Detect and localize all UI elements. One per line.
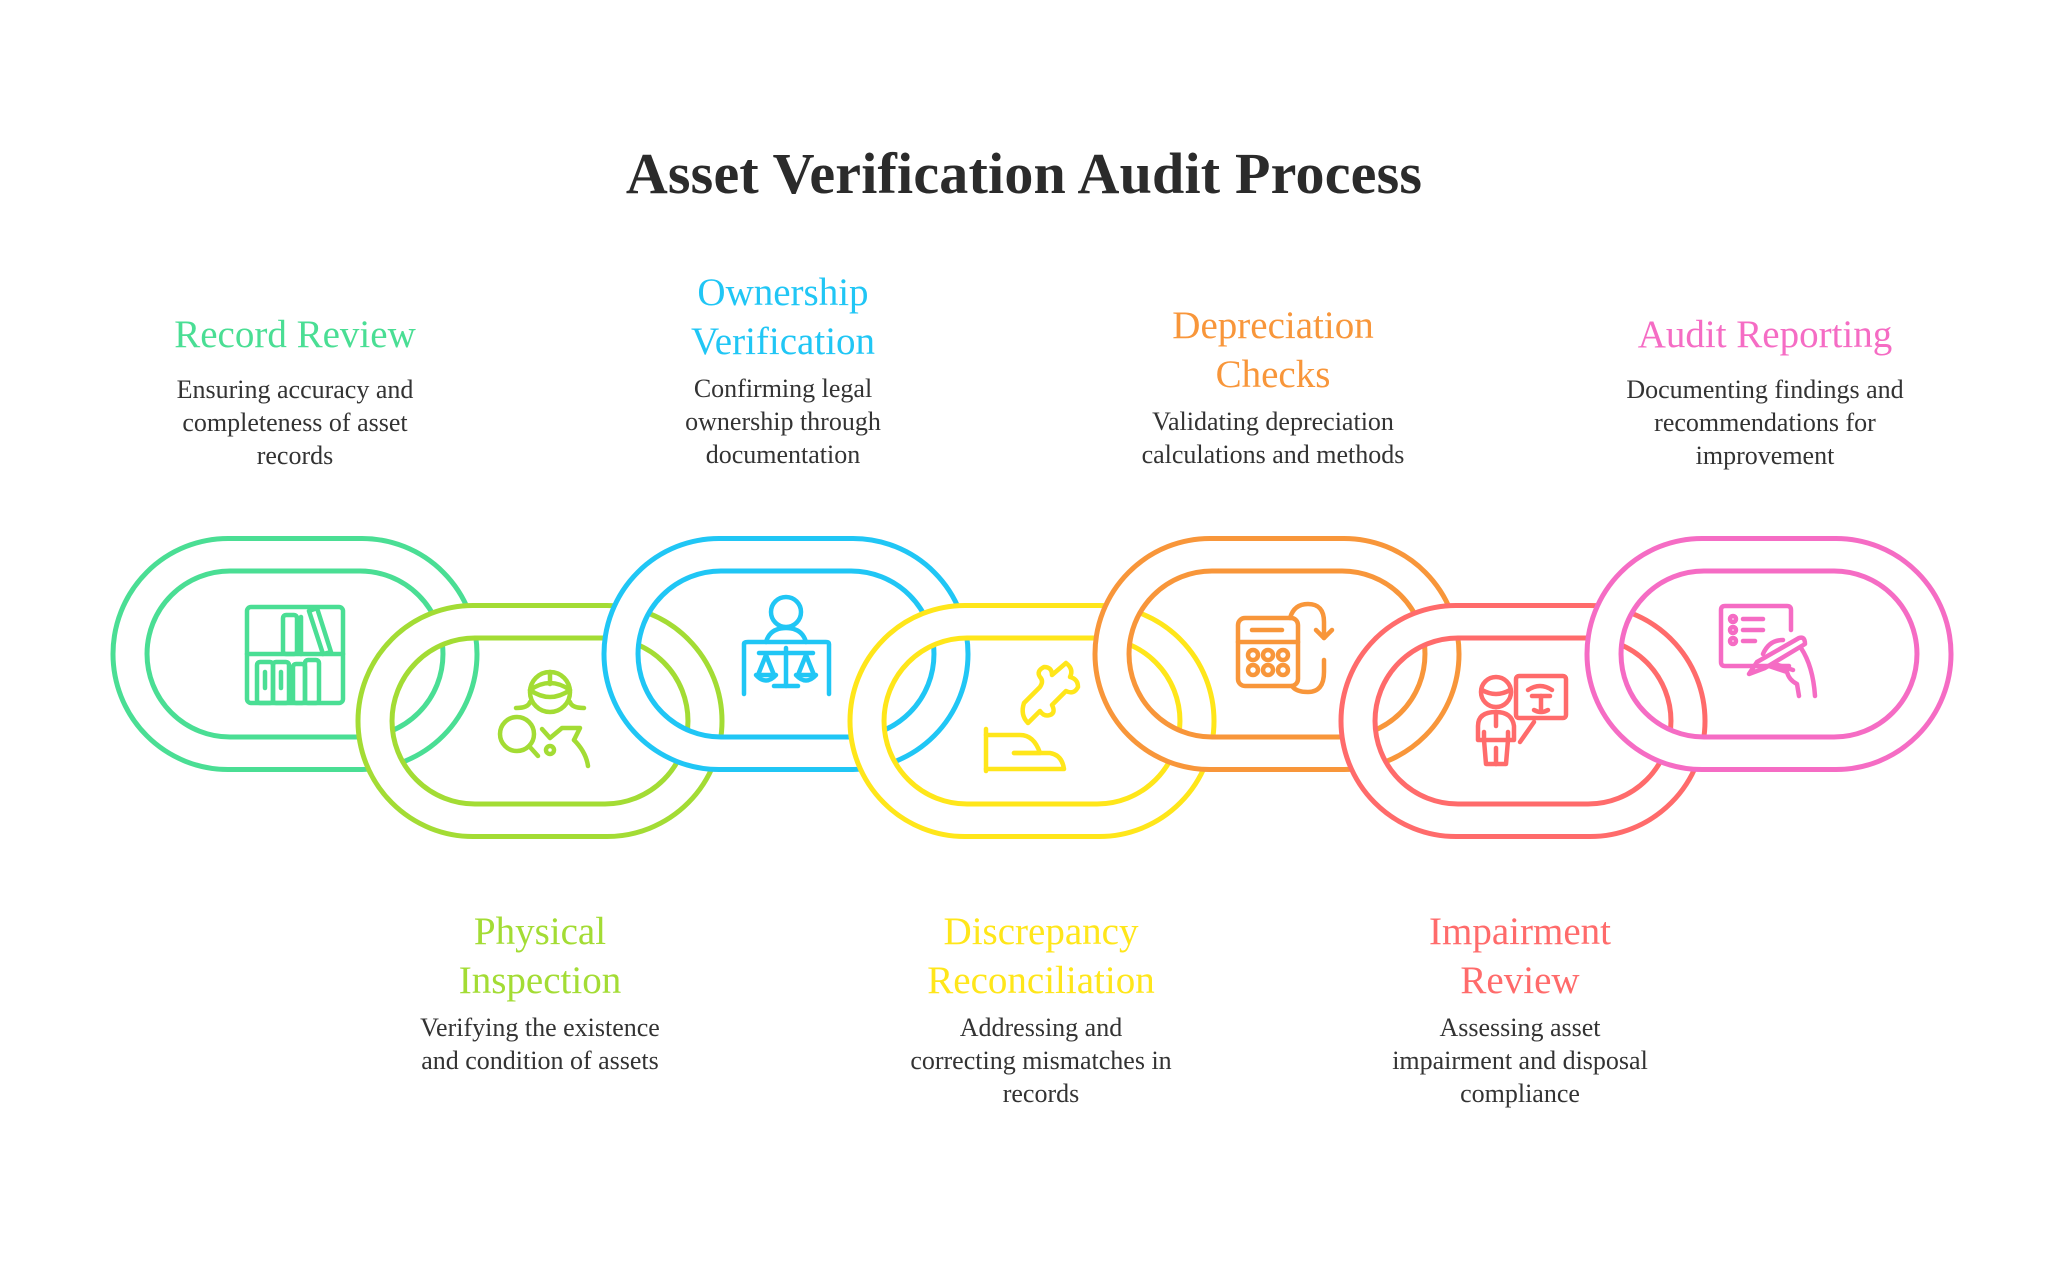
step-heading: Ownership Verification [690,271,876,363]
step-heading: Physical Inspection [458,910,622,1002]
step-heading: Discrepancy Reconciliation [927,910,1155,1002]
step-ownership-verification: Ownership Verification Confirming legal … [603,268,963,471]
step-depreciation-checks: Depreciation Checks Validating depreciat… [1093,301,1453,471]
step-description: Verifying the existence and condition of… [420,1013,660,1075]
step-impairment-review: Impairment Review Assessing asset impair… [1340,907,1700,1110]
hand-puzzle-icon [983,660,1081,774]
presenter-board-icon [1475,673,1569,767]
step-heading: Audit Reporting [1637,313,1893,356]
step-description: Confirming legal ownership through docum… [685,374,881,469]
step-heading: Record Review [174,313,416,356]
document-signing-icon [1718,603,1818,699]
diagram-title: Asset Verification Audit Process [625,141,1423,206]
bookshelf-icon [244,604,346,706]
step-discrepancy-reconciliation: Discrepancy Reconciliation Addressing an… [851,907,1231,1110]
inspector-magnifier-icon [497,669,591,769]
step-record-review: Record Review Ensuring accuracy and comp… [115,310,475,472]
step-description: Addressing and correcting mismatches in … [910,1013,1172,1108]
step-physical-inspection: Physical Inspection Verifying the existe… [360,907,720,1077]
calculator-cycle-icon [1235,601,1335,695]
step-description: Ensuring accuracy and completeness of as… [176,375,414,470]
step-audit-reporting: Audit Reporting Documenting findings and… [1585,310,1945,472]
step-description: Documenting findings and recommendations… [1626,375,1904,470]
step-heading: Impairment Review [1429,910,1611,1002]
step-description: Assessing asset impairment and disposal … [1392,1013,1648,1108]
legal-scales-person-icon [741,594,832,697]
step-description: Validating depreciation calculations and… [1141,407,1405,469]
step-heading: Depreciation Checks [1172,304,1374,396]
